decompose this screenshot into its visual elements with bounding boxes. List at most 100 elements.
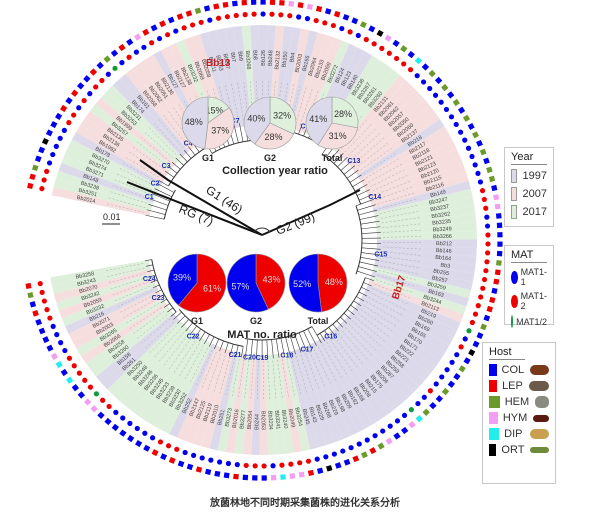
mat-dot — [408, 407, 414, 413]
mat-dot — [356, 441, 362, 447]
leaf-label: Bb2016 — [232, 409, 241, 429]
pie-slice-2017 — [269, 96, 297, 135]
host-square — [496, 250, 503, 257]
year-sector — [368, 279, 464, 323]
year-sector — [269, 354, 286, 455]
mat-dot — [215, 15, 222, 21]
leaf-branch — [152, 193, 170, 202]
mat-dot — [454, 352, 460, 358]
leaf-line — [139, 136, 170, 162]
leaf-branch — [356, 270, 376, 278]
mat-dot — [472, 162, 478, 168]
year-sector — [68, 290, 161, 342]
leaf-line — [380, 204, 419, 214]
leaf-line — [128, 151, 162, 174]
year-sector — [345, 92, 425, 165]
mat-dot — [387, 423, 393, 429]
leaf-labels: Bb2014Bb3251Bb3238Bb148Bb3271Bb3274Bb327… — [75, 50, 452, 430]
leaf-label: Bb4 — [289, 52, 297, 63]
leaf-line — [157, 118, 184, 149]
mat-dot — [99, 77, 105, 84]
year-sector — [354, 112, 440, 176]
leaf-branch — [356, 189, 370, 196]
host-square — [261, 475, 267, 481]
mat-dot — [260, 11, 266, 17]
pie-slice-label: 48% — [325, 277, 343, 287]
leaf-line — [178, 343, 200, 377]
leaf-branch — [233, 124, 239, 143]
host-square — [351, 17, 359, 25]
mat-dot — [47, 315, 53, 321]
clade-branch-arc — [316, 277, 366, 336]
leaf-label: Bb2064 — [308, 57, 319, 77]
year-sector — [184, 347, 226, 444]
host-square — [493, 278, 500, 285]
year-sector — [376, 244, 477, 257]
leaf-branch — [199, 331, 206, 342]
year-sector — [371, 271, 469, 307]
host-square — [223, 472, 230, 479]
mat-dot — [234, 462, 240, 468]
year-sector — [296, 348, 335, 445]
pie-slice-label: 41% — [309, 114, 327, 124]
mat-dot — [420, 79, 427, 85]
mat-dot — [313, 17, 319, 24]
leaf-label: Bb2049 — [287, 408, 296, 428]
mat-dot — [433, 381, 439, 387]
leaf-line — [382, 229, 422, 233]
leaf-line — [148, 126, 177, 155]
host-square — [233, 473, 239, 480]
scale-bar-label: 0.01 — [103, 212, 121, 222]
mat-dot — [149, 40, 155, 46]
year-sector — [107, 319, 183, 396]
legend-label: HYM — [502, 412, 528, 424]
host-square — [279, 0, 285, 6]
leaf-label: Bb2116 — [425, 182, 445, 193]
year-sector — [71, 132, 163, 187]
year-sector — [351, 105, 435, 172]
mat-dot — [481, 276, 488, 283]
year-sector — [364, 288, 458, 338]
leaf-branch — [148, 274, 156, 278]
mat-dot — [190, 452, 197, 459]
mat-dot — [427, 388, 433, 394]
host-square — [452, 98, 460, 107]
year-sector — [225, 353, 248, 454]
clade-label: C7 — [231, 118, 240, 125]
year-sector — [376, 222, 477, 236]
year-sector — [364, 141, 457, 192]
host-square — [29, 301, 37, 308]
mat-dot — [380, 428, 386, 434]
legend-label: 1997 — [522, 170, 547, 182]
leaf-line — [363, 305, 397, 327]
host-square — [231, 0, 238, 7]
host-square — [491, 287, 498, 294]
legend-host-item: LEP — [489, 380, 549, 392]
leaf-branch — [346, 169, 359, 179]
host-square — [297, 2, 304, 9]
pie-group-label: G1 — [191, 316, 203, 326]
host-square — [496, 260, 502, 266]
mat-dot — [347, 29, 353, 35]
leaf-label: Bb3247 — [428, 197, 448, 207]
leaf-label: Bb3262 — [431, 211, 451, 220]
year-sector — [169, 343, 217, 438]
leaf-label: Bb166 — [302, 55, 312, 72]
pie-slice-label: 43% — [263, 275, 281, 285]
host-square — [176, 13, 184, 20]
mat-dot — [44, 307, 50, 313]
year-sector — [346, 314, 426, 387]
leaf-line — [318, 346, 337, 382]
leaf-label: Bb248 — [268, 50, 275, 66]
year-1997-swatch — [511, 169, 517, 183]
leaf-line — [104, 263, 144, 272]
col-swatch — [489, 364, 497, 376]
mat-dot — [449, 359, 455, 365]
mat-dot — [394, 55, 400, 62]
mat-dot — [189, 22, 196, 28]
mat1-2-both-dot-icon — [511, 315, 514, 328]
host-square — [463, 357, 471, 365]
leaf-branch — [352, 179, 365, 187]
pie-slice-label: 15% — [205, 105, 223, 115]
leaf-branch — [241, 346, 244, 358]
